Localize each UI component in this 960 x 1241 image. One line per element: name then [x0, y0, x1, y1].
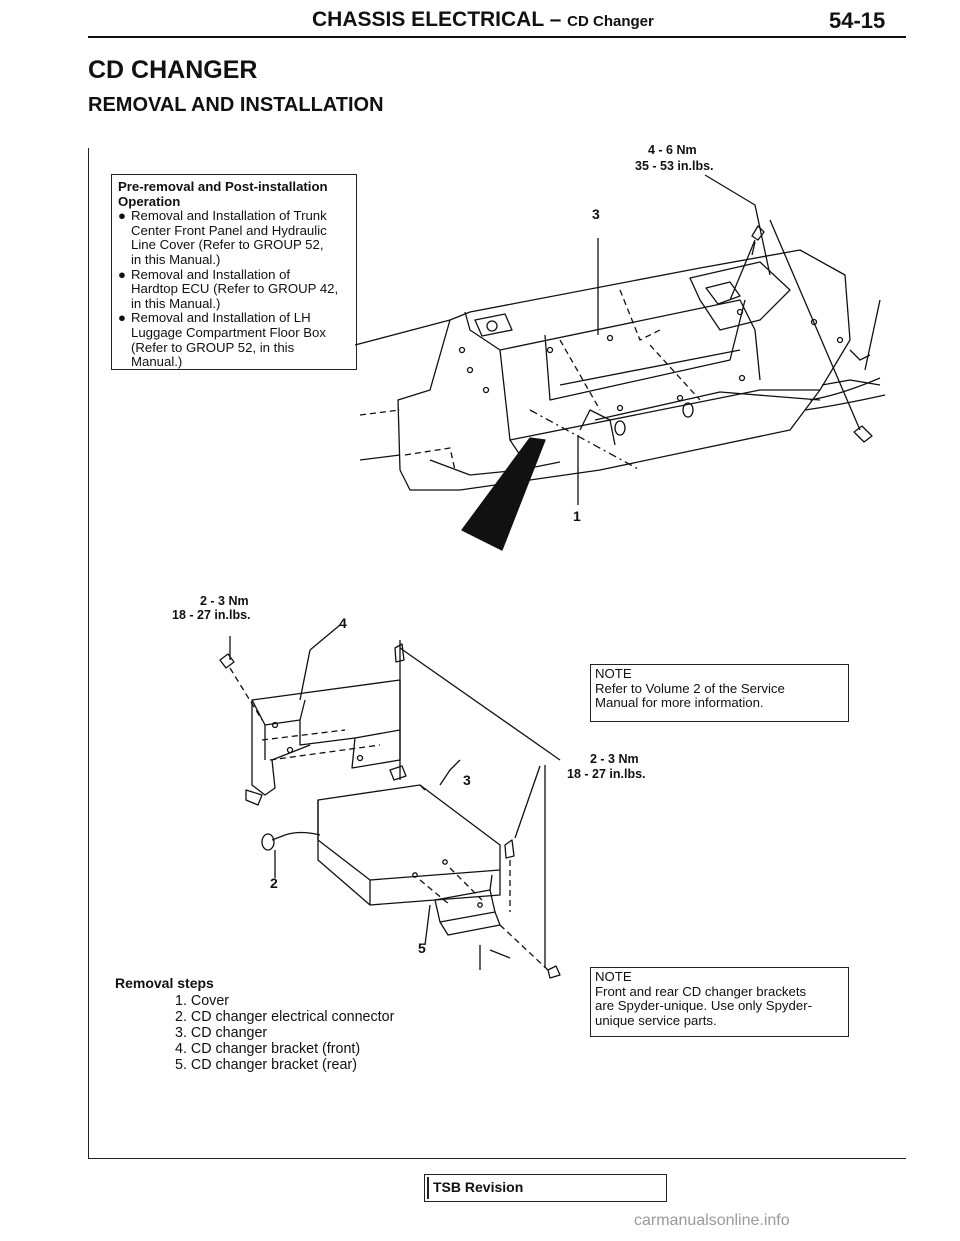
watermark: carmanualsonline.info — [634, 1212, 790, 1229]
torque-left-inlbs: 18 - 27 in.lbs. — [172, 608, 251, 622]
pre-removal-heading-1: Pre-removal and Post-installation — [118, 179, 328, 194]
removal-step: 4. CD changer bracket (front) — [175, 1040, 361, 1057]
frame-bottom-rule — [88, 1158, 906, 1159]
torque-top-nm: 4 - 6 Nm — [648, 143, 697, 157]
trunk-floor-drawing — [354, 174, 886, 505]
cd-changer-exploded-drawing — [219, 624, 561, 979]
removal-steps-title: Removal steps — [115, 975, 214, 991]
callout-3-top: 3 — [592, 206, 600, 222]
frame-left-rule — [88, 148, 89, 1158]
torque-right-nm: 2 - 3 Nm — [590, 752, 639, 766]
pre-removal-item: ● Removal and Installation of LH Luggage… — [118, 310, 326, 370]
removal-step: 5. CD changer bracket (rear) — [175, 1056, 357, 1073]
note-volume: NOTE Refer to Volume 2 of the Service Ma… — [590, 664, 849, 722]
removal-step: 1. Cover — [175, 993, 230, 1009]
removal-steps-list: 1. Cover 2. CD changer electrical connec… — [175, 993, 395, 1074]
header-rule — [88, 36, 906, 38]
header-section: CHASSIS ELECTRICAL – — [312, 8, 562, 31]
tsb-revision-label: TSB Revision — [433, 1179, 524, 1195]
callout-5: 5 — [418, 940, 426, 956]
page-header: CHASSIS ELECTRICAL – CD Changer — [312, 8, 654, 32]
bullet-icon: ● — [118, 208, 126, 224]
tsb-revision-box: TSB Revision — [424, 1174, 667, 1202]
page-number: 54-15 — [829, 8, 886, 33]
note-brackets: NOTE Front and rear CD changer brackets … — [590, 967, 849, 1037]
pre-removal-item: ● Removal and Installation of Hardtop EC… — [118, 266, 339, 311]
pre-removal-box: Pre-removal and Post-installation Operat… — [111, 174, 357, 370]
note-title: NOTE — [595, 666, 632, 681]
removal-step: 2. CD changer electrical connector — [175, 1008, 395, 1025]
pre-removal-heading-2: Operation — [118, 193, 181, 209]
page-subtitle: REMOVAL AND INSTALLATION — [88, 94, 384, 116]
bullet-icon: ● — [118, 310, 126, 326]
note-title: NOTE — [595, 969, 632, 984]
callout-2: 2 — [270, 875, 278, 891]
bullet-icon: ● — [118, 266, 126, 282]
callout-3-mid: 3 — [463, 772, 471, 788]
view-arrow — [461, 437, 546, 551]
callout-1: 1 — [573, 508, 581, 524]
torque-right-inlbs: 18 - 27 in.lbs. — [567, 767, 646, 781]
page-title: CD CHANGER — [88, 56, 258, 84]
header-subsection: CD Changer — [567, 13, 654, 30]
removal-step: 3. CD changer — [175, 1024, 268, 1041]
torque-top-inlbs: 35 - 53 in.lbs. — [635, 159, 714, 173]
torque-left-nm: 2 - 3 Nm — [200, 594, 249, 608]
callout-4: 4 — [339, 615, 347, 631]
pre-removal-item: ● Removal and Installation of Trunk Cent… — [118, 208, 327, 267]
